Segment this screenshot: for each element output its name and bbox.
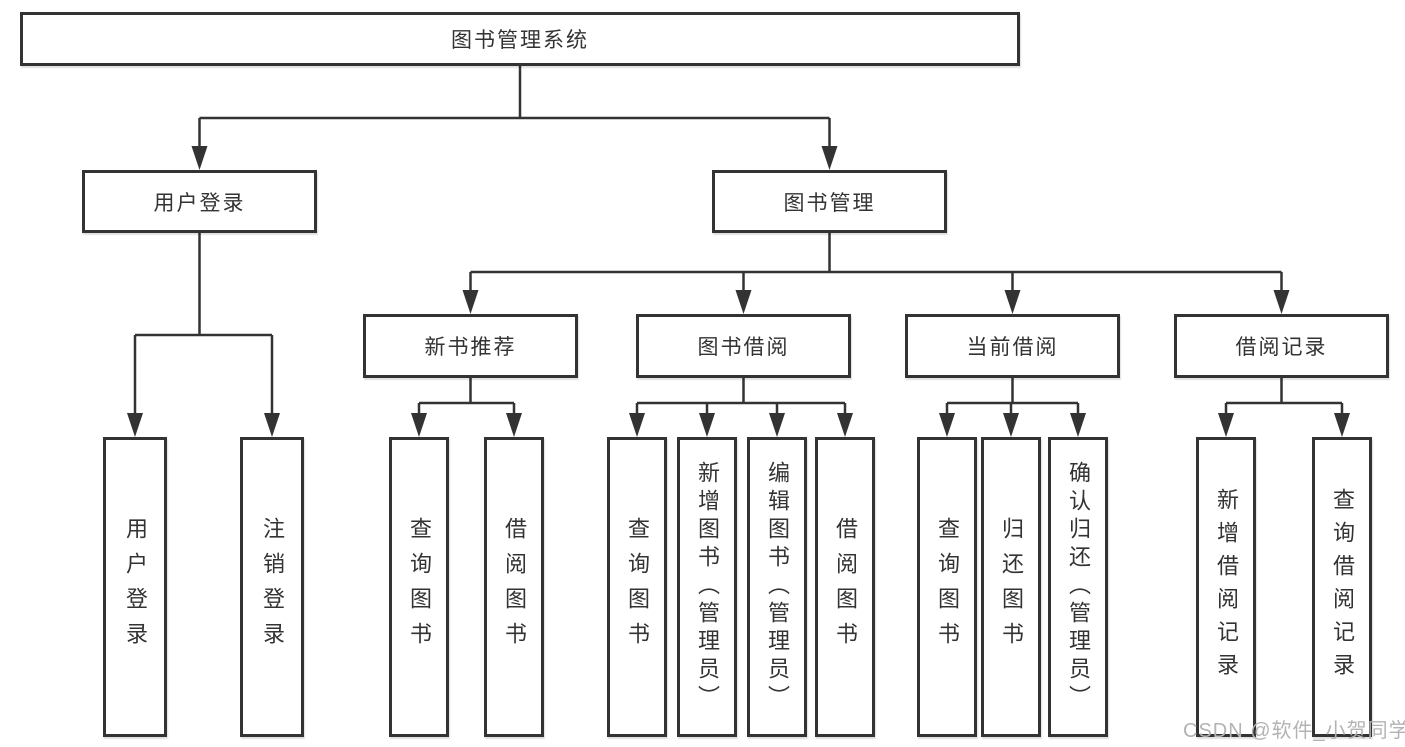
leaf-user-login: 用户登录 bbox=[103, 437, 167, 737]
node-new-book-recommend: 新书推荐 bbox=[363, 314, 578, 378]
leaf-edit-books-admin: 编辑图书（管理员） bbox=[747, 437, 807, 737]
leaf-borrow-books-1: 借阅图书 bbox=[484, 437, 544, 737]
leaf-query-borrow-record: 查询借阅记录 bbox=[1312, 437, 1372, 737]
leaf-return-books: 归还图书 bbox=[981, 437, 1041, 737]
leaf-query-books-1: 查询图书 bbox=[389, 437, 449, 737]
node-book-management: 图书管理 bbox=[712, 170, 947, 233]
leaf-add-books-admin: 新增图书（管理员） bbox=[677, 437, 737, 737]
node-current-borrow: 当前借阅 bbox=[905, 314, 1120, 378]
leaf-logout: 注销登录 bbox=[240, 437, 304, 737]
leaf-confirm-return-admin: 确认归还（管理员） bbox=[1048, 437, 1108, 737]
node-book-borrow: 图书借阅 bbox=[636, 314, 851, 378]
node-borrow-records: 借阅记录 bbox=[1174, 314, 1389, 378]
arrowheads bbox=[127, 146, 1350, 437]
leaf-query-books-2: 查询图书 bbox=[607, 437, 667, 737]
tree-edges bbox=[133, 66, 1344, 417]
node-user-login: 用户登录 bbox=[82, 170, 317, 233]
node-root: 图书管理系统 bbox=[20, 12, 1020, 66]
leaf-add-borrow-record: 新增借阅记录 bbox=[1196, 437, 1256, 737]
csdn-watermark: CSDN @软件_小贺同学 bbox=[1183, 720, 1405, 742]
leaf-borrow-books-2: 借阅图书 bbox=[815, 437, 875, 737]
leaf-query-books-3: 查询图书 bbox=[917, 437, 977, 737]
